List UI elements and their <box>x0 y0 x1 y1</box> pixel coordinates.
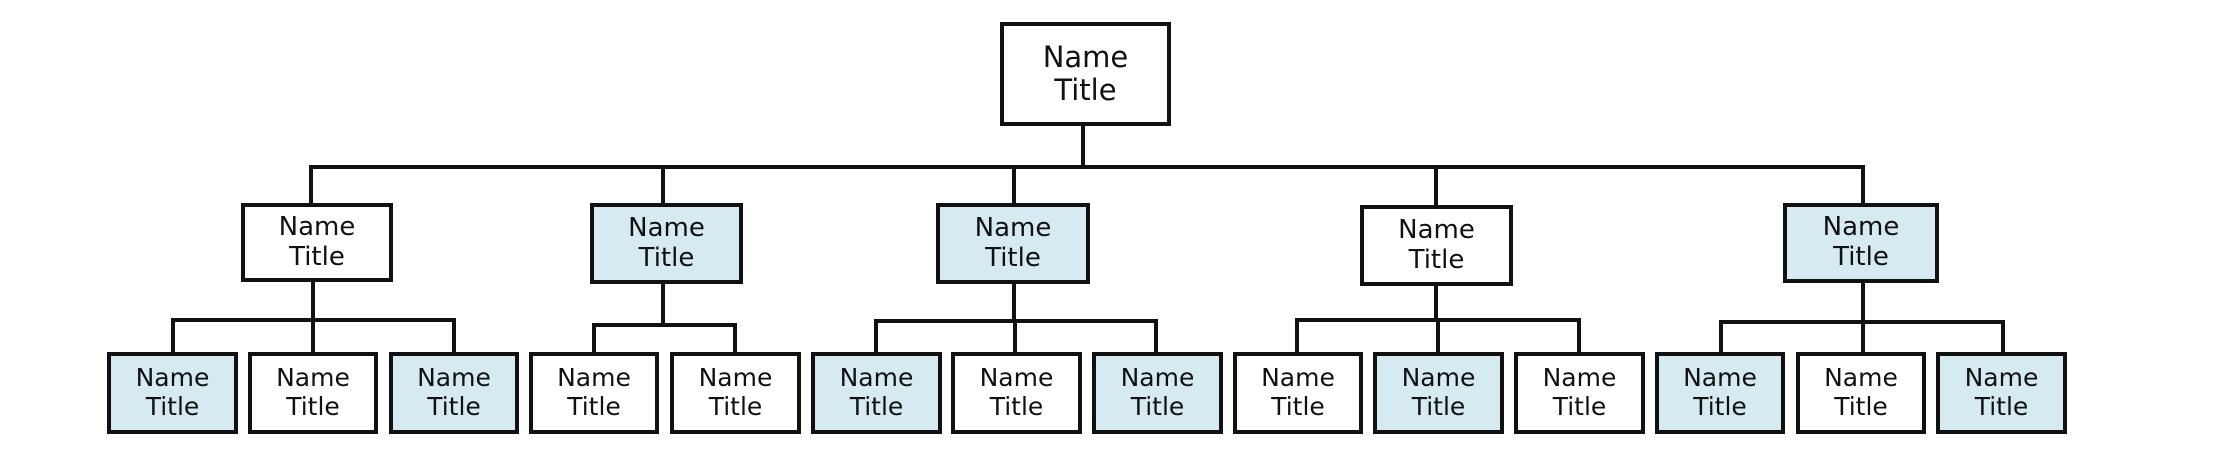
connector-b3_3-drop <box>1154 319 1158 354</box>
connector-b5_1-drop <box>1719 320 1723 354</box>
node-title: Title <box>1411 392 1466 421</box>
org-node-b1_2: Name Title <box>248 352 378 434</box>
node-name: Name <box>278 211 356 242</box>
node-name: Name <box>1042 39 1129 74</box>
node-name: Name <box>417 363 491 393</box>
connector-root-stem <box>1081 124 1085 167</box>
connector-b5-stem <box>1861 281 1865 322</box>
org-node-b4_3: Name Title <box>1514 352 1645 434</box>
node-title: Title <box>286 392 340 421</box>
node-title: Title <box>289 241 345 272</box>
connector-b4-drop <box>1434 165 1438 207</box>
node-title: Title <box>1054 73 1117 107</box>
node-name: Name <box>1261 363 1335 393</box>
org-node-b3_3: Name Title <box>1092 352 1223 434</box>
node-title: Title <box>1552 392 1607 421</box>
node-name: Name <box>1398 214 1475 245</box>
org-node-b1_3: Name Title <box>389 352 519 434</box>
node-name: Name <box>1542 363 1617 393</box>
node-name: Name <box>276 363 350 393</box>
connector-level1-bus <box>309 165 1865 169</box>
connector-b3_2-drop <box>1013 319 1017 354</box>
node-title: Title <box>1693 392 1747 421</box>
connector-b3-drop <box>1012 165 1016 205</box>
node-title: Title <box>989 392 1044 421</box>
org-node-b5_1: Name Title <box>1655 352 1785 434</box>
connector-b2_2-drop <box>733 323 737 354</box>
connector-b4_1-drop <box>1295 318 1299 355</box>
node-title: Title <box>1271 392 1325 421</box>
node-title: Title <box>145 392 200 421</box>
connector-b5_2-drop <box>1861 320 1865 356</box>
org-node-b2: Name Title <box>590 203 743 284</box>
org-node-b3: Name Title <box>936 203 1090 284</box>
node-name: Name <box>974 212 1052 243</box>
node-title: Title <box>1833 242 1889 272</box>
node-name: Name <box>1822 212 1900 243</box>
node-title: Title <box>1834 392 1888 421</box>
connector-b1-drop <box>309 165 313 205</box>
node-title: Title <box>567 392 621 421</box>
node-title: Title <box>1974 392 2029 421</box>
org-node-b3_1: Name Title <box>811 352 942 434</box>
org-node-b5_2: Name Title <box>1796 352 1926 434</box>
node-title: Title <box>1130 392 1185 421</box>
node-name: Name <box>839 363 914 393</box>
node-title: Title <box>708 392 763 421</box>
node-name: Name <box>1964 363 2039 393</box>
org-node-b1_1: Name Title <box>107 352 238 434</box>
connector-b2-stem <box>661 282 665 325</box>
connector-b3_1-drop <box>874 319 878 354</box>
connector-b1_3-drop <box>452 318 456 354</box>
connector-b5_3-drop <box>2001 320 2005 354</box>
org-node-b2_1: Name Title <box>529 352 659 434</box>
org-node-b4: Name Title <box>1360 205 1513 286</box>
node-name: Name <box>1683 363 1757 393</box>
org-node-b1: Name Title <box>241 203 393 282</box>
node-name: Name <box>135 363 210 393</box>
node-name: Name <box>1401 363 1476 393</box>
node-title: Title <box>1408 244 1465 275</box>
connector-b4_3-drop <box>1577 318 1581 352</box>
org-node-b5: Name Title <box>1783 203 1939 283</box>
org-node-root: Name Title <box>1000 22 1171 126</box>
node-name: Name <box>557 363 631 393</box>
connector-b2-bus <box>592 323 737 327</box>
connector-b4-stem <box>1434 284 1438 320</box>
node-name: Name <box>628 212 705 243</box>
node-name: Name <box>1120 363 1195 393</box>
org-node-b2_2: Name Title <box>670 352 801 434</box>
org-node-b5_3: Name Title <box>1936 352 2067 434</box>
org-node-b4_2: Name Title <box>1373 352 1504 434</box>
node-title: Title <box>638 242 695 273</box>
connector-b2-drop <box>661 165 665 205</box>
node-title: Title <box>849 392 904 421</box>
node-name: Name <box>1824 363 1898 393</box>
connector-b4_2-drop <box>1436 318 1440 355</box>
connector-b1_2-drop <box>311 318 315 354</box>
node-name: Name <box>698 363 773 393</box>
node-title: Title <box>985 242 1041 273</box>
connector-b2_1-drop <box>592 323 596 354</box>
connector-b5-drop <box>1861 165 1865 205</box>
connector-b3-stem <box>1012 282 1016 321</box>
org-node-b3_2: Name Title <box>951 352 1082 434</box>
connector-b1-stem <box>311 280 315 320</box>
connector-b1_1-drop <box>171 318 175 354</box>
node-name: Name <box>979 363 1054 393</box>
node-title: Title <box>427 392 481 421</box>
org-node-b4_1: Name Title <box>1233 352 1363 434</box>
